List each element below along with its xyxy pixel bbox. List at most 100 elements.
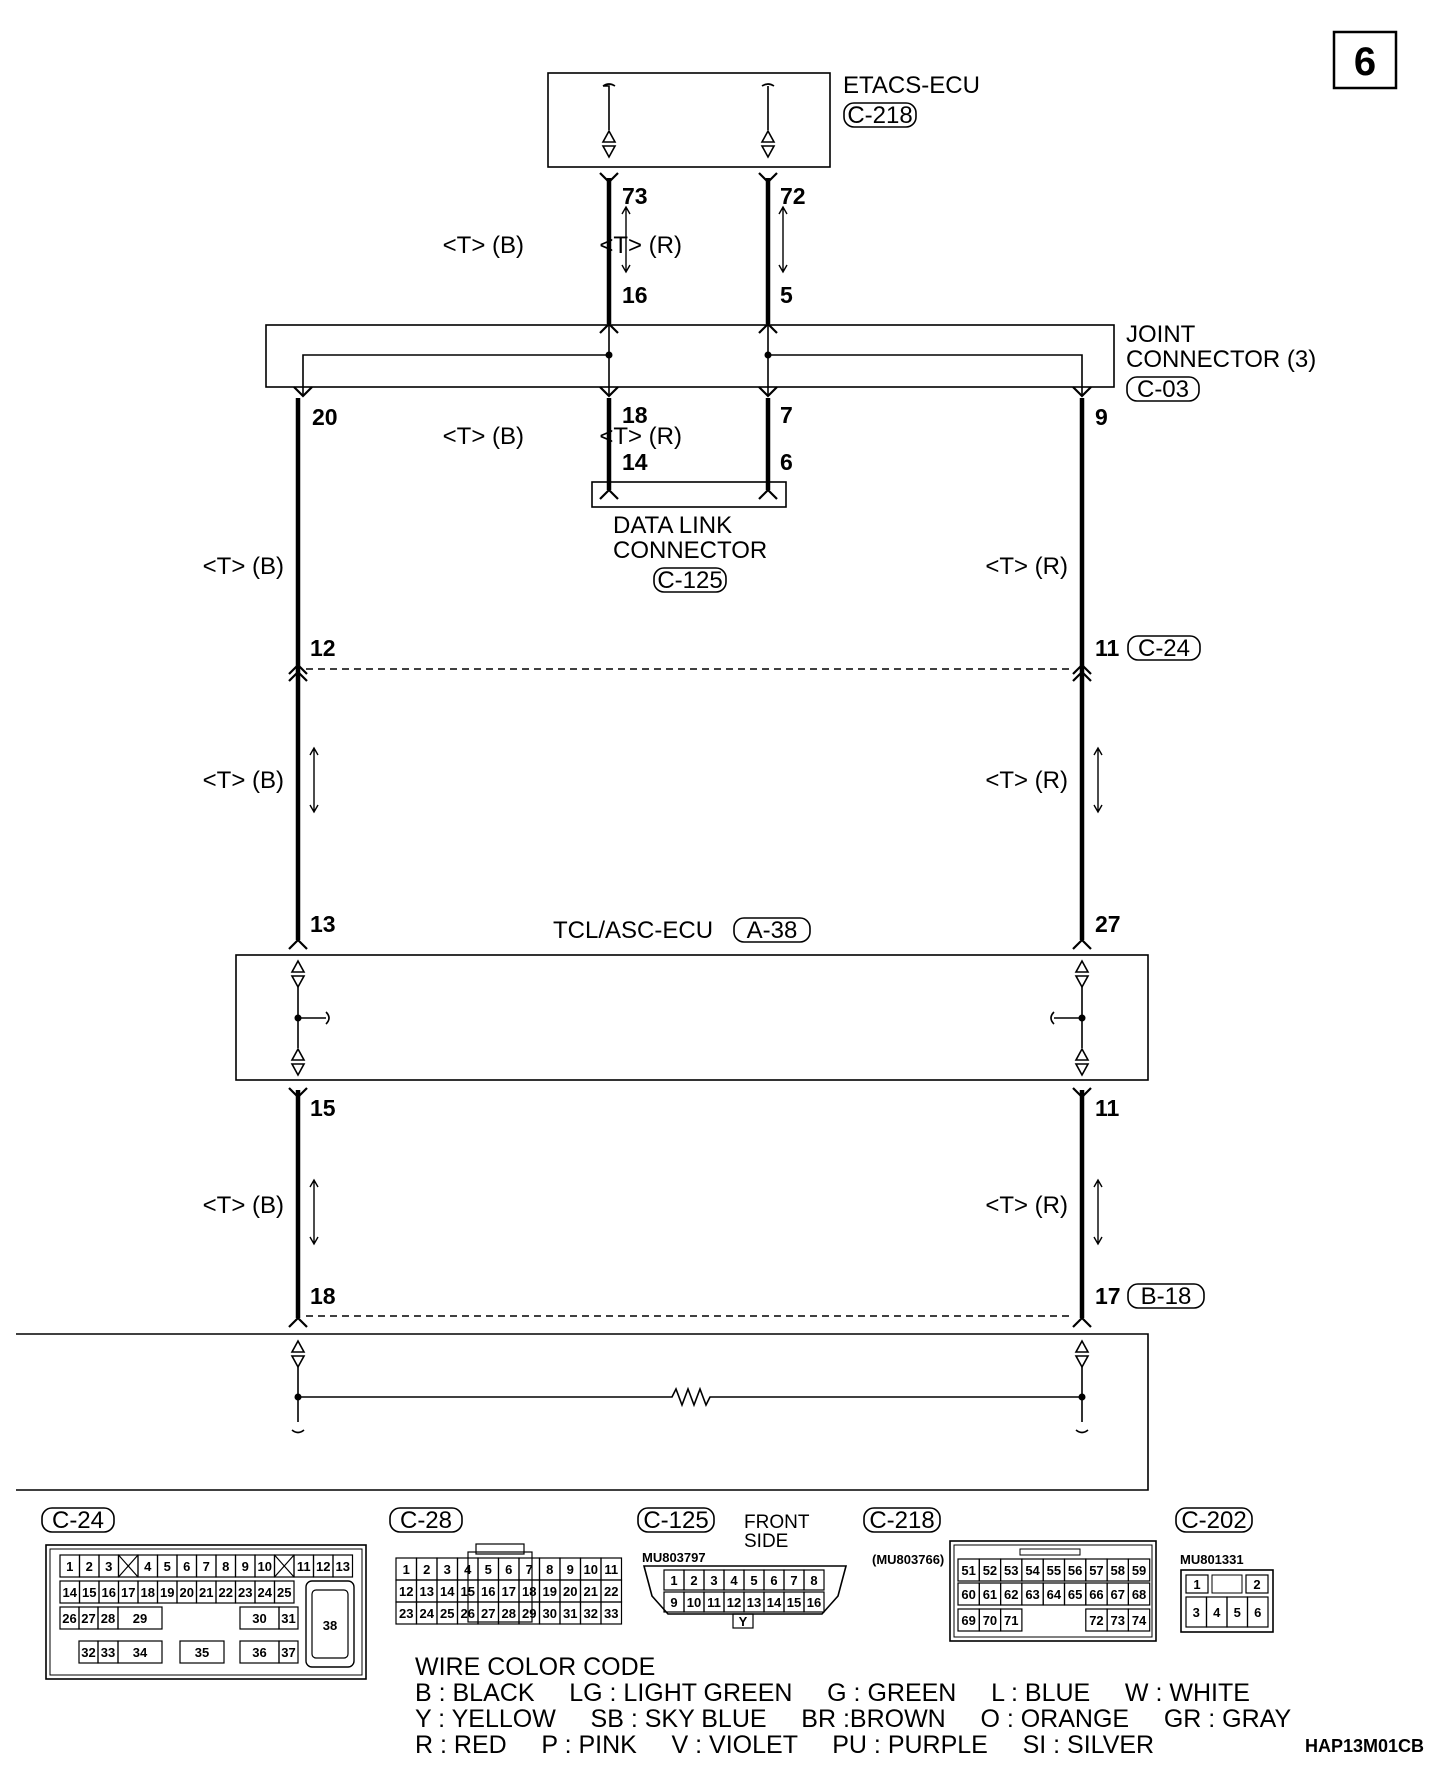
c24-view-cavity — [278, 1640, 299, 1664]
c24-view-pin-3: 3 — [105, 1559, 112, 1574]
c24-view-cavity — [117, 1606, 163, 1630]
c218-view-pill — [863, 1507, 941, 1533]
c218-view-cavity — [1127, 1582, 1151, 1606]
etacs-pin-a: 73 — [622, 183, 648, 209]
wire-label-black: <T> (B) — [203, 1192, 284, 1219]
c28-view-pin-4: 4 — [464, 1562, 472, 1577]
c218-view-pin-71: 71 — [1004, 1613, 1018, 1628]
c24-pin-left: 12 — [310, 635, 336, 661]
c28-view-pin-25: 25 — [440, 1606, 454, 1621]
c202-view-cavity — [1246, 1596, 1269, 1628]
c24-view-pin-37: 37 — [281, 1645, 295, 1660]
c125-view-cavity — [803, 1591, 825, 1613]
c24-view-cavity — [278, 1606, 299, 1630]
c28-view-pin-11: 11 — [604, 1562, 618, 1577]
wire-label-black: <T> (B) — [443, 423, 524, 450]
c24-view-title: C-24 — [52, 1507, 104, 1534]
wire-color-code-line3: R : RED P : PINK V : VIOLET PU : PURPLE … — [415, 1731, 1154, 1759]
wire-label-red: <T> (R) — [985, 553, 1068, 580]
c218-view-pin-55: 55 — [1047, 1563, 1061, 1578]
resistor — [298, 1386, 1082, 1408]
c24-view-cavity — [117, 1640, 163, 1664]
c218-view-pin-63: 63 — [1025, 1587, 1039, 1602]
c202-view-pin-3: 3 — [1193, 1605, 1200, 1620]
c24-view-cavity — [332, 1554, 354, 1578]
c125-view-side-1: FRONT — [744, 1512, 810, 1533]
c218-view-pin-67: 67 — [1111, 1587, 1125, 1602]
c24-pin-right: 11 — [1095, 635, 1120, 661]
c218-view-cavity — [1127, 1608, 1151, 1632]
c125-view-pin-8: 8 — [810, 1573, 817, 1588]
c24-view-pin-28: 28 — [101, 1611, 115, 1626]
c24-view-pin-26: 26 — [62, 1611, 76, 1626]
dlc-branch: 18 7 <T> (B) <T> (R) 14 6 DATA LINK CONN… — [443, 398, 793, 594]
c24-view-pin-14: 14 — [63, 1585, 78, 1600]
c218-view-pin-51: 51 — [961, 1563, 975, 1578]
c202-view-cavity — [1185, 1574, 1209, 1594]
c24-view-pin-33: 33 — [101, 1645, 115, 1660]
c24-view-pin-16: 16 — [102, 1585, 116, 1600]
c218-view-cavity — [1127, 1558, 1151, 1582]
c218-view-pin-52: 52 — [983, 1563, 997, 1578]
c24-view-pin-32: 32 — [81, 1645, 95, 1660]
c202-view-title: C-202 — [1181, 1507, 1246, 1534]
c125-view-cavity — [803, 1569, 825, 1591]
c28-view-pin-2: 2 — [423, 1562, 430, 1577]
c28-view-pin-33: 33 — [604, 1606, 618, 1621]
c202-view-cavity — [1245, 1574, 1269, 1594]
wire-color-code-line2: Y : YELLOW SB : SKY BLUE BR :BROWN O : O… — [415, 1705, 1291, 1733]
c218-view-pin-74: 74 — [1132, 1613, 1147, 1628]
joint-pin-dlc-b: 7 — [780, 402, 793, 428]
dlc-label-1: DATA LINK — [613, 512, 732, 539]
c24-view-pin-23: 23 — [238, 1585, 252, 1600]
drawing-code: HAP13M01CB — [1305, 1736, 1424, 1756]
c218-view-pin-72: 72 — [1089, 1613, 1103, 1628]
c28-view-pin-14: 14 — [440, 1584, 455, 1599]
c218-view-pin-68: 68 — [1132, 1587, 1146, 1602]
c125-view-pin-10: 10 — [687, 1595, 701, 1610]
etacs-ecu: ETACS-ECU C-218 — [547, 72, 980, 168]
joint-connector-id: C-03 — [1137, 376, 1189, 403]
c28-view-pin-32: 32 — [584, 1606, 598, 1621]
c125-view-pill — [637, 1507, 715, 1533]
c24-view-pin-25: 25 — [277, 1585, 291, 1600]
joint-connector: JOINT CONNECTOR (3) C-03 20 9 — [265, 321, 1316, 430]
tcl-label: TCL/ASC-ECU — [553, 917, 713, 944]
c28-view-pin-18: 18 — [522, 1584, 536, 1599]
c24-view-pin-19: 19 — [160, 1585, 174, 1600]
c28-view-title: C-28 — [400, 1507, 452, 1534]
c24-view-pin-7: 7 — [203, 1559, 210, 1574]
page-number: 6 — [1354, 40, 1376, 84]
c28-view-pin-12: 12 — [399, 1584, 413, 1599]
c28-view-pin-16: 16 — [481, 1584, 495, 1599]
c24-view-pin-13: 13 — [336, 1559, 350, 1574]
wire-color-code-line1: B : BLACK LG : LIGHT GREEN G : GREEN L :… — [415, 1679, 1250, 1707]
c218-view-pin-54: 54 — [1025, 1563, 1040, 1578]
c28-view-pin-20: 20 — [563, 1584, 577, 1599]
tcl-pin-bot-right: 11 — [1095, 1095, 1120, 1121]
c24-view-pin-29: 29 — [133, 1611, 147, 1626]
c28-view-pin-17: 17 — [502, 1584, 516, 1599]
c125-view-pin-2: 2 — [690, 1573, 697, 1588]
c28-view-pin-8: 8 — [546, 1562, 553, 1577]
c125-view-pin-13: 13 — [747, 1595, 761, 1610]
c24-view-pin-27: 27 — [81, 1611, 95, 1626]
c28-view-pin-5: 5 — [485, 1562, 492, 1577]
c28-view-pin-22: 22 — [604, 1584, 618, 1599]
c218-view-pin-61: 61 — [983, 1587, 997, 1602]
c218-view-pin-69: 69 — [961, 1613, 975, 1628]
c24-connector-id: C-24 — [1138, 635, 1190, 662]
c218-view-pin-56: 56 — [1068, 1563, 1082, 1578]
c24-view-pin-24: 24 — [258, 1585, 273, 1600]
c28-view-pin-23: 23 — [399, 1606, 413, 1621]
c28-view-pin-15: 15 — [461, 1584, 475, 1599]
c218-view-pin-62: 62 — [1004, 1587, 1018, 1602]
etacs-connector-id: C-218 — [847, 102, 912, 129]
c125-view-part: MU803797 — [642, 1550, 706, 1565]
wire-label-black: <T> (B) — [443, 232, 524, 259]
c28-view-pin-3: 3 — [444, 1562, 451, 1577]
c218-view-pin-53: 53 — [1004, 1563, 1018, 1578]
c125-view-pin-5: 5 — [750, 1573, 757, 1588]
